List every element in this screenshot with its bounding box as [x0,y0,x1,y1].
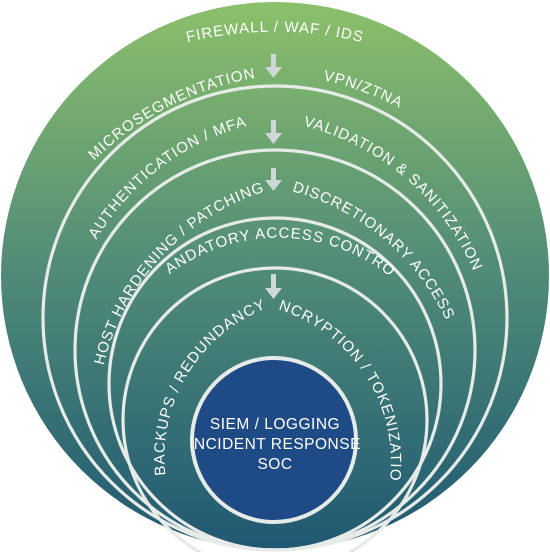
arrow-down-icon [265,274,282,299]
arrow-down-icon [265,120,282,144]
core-line-2: INCIDENT RESPONSE [189,436,361,453]
arrow-down-icon [265,168,282,191]
arrow-down-icon [265,54,282,78]
ring-layer-4 [107,216,443,552]
core-circle [190,356,358,524]
core-line-3: SOC [257,456,292,473]
ring-layer-5 [121,266,429,552]
core-line-1: SIEM / LOGGING [210,416,340,433]
